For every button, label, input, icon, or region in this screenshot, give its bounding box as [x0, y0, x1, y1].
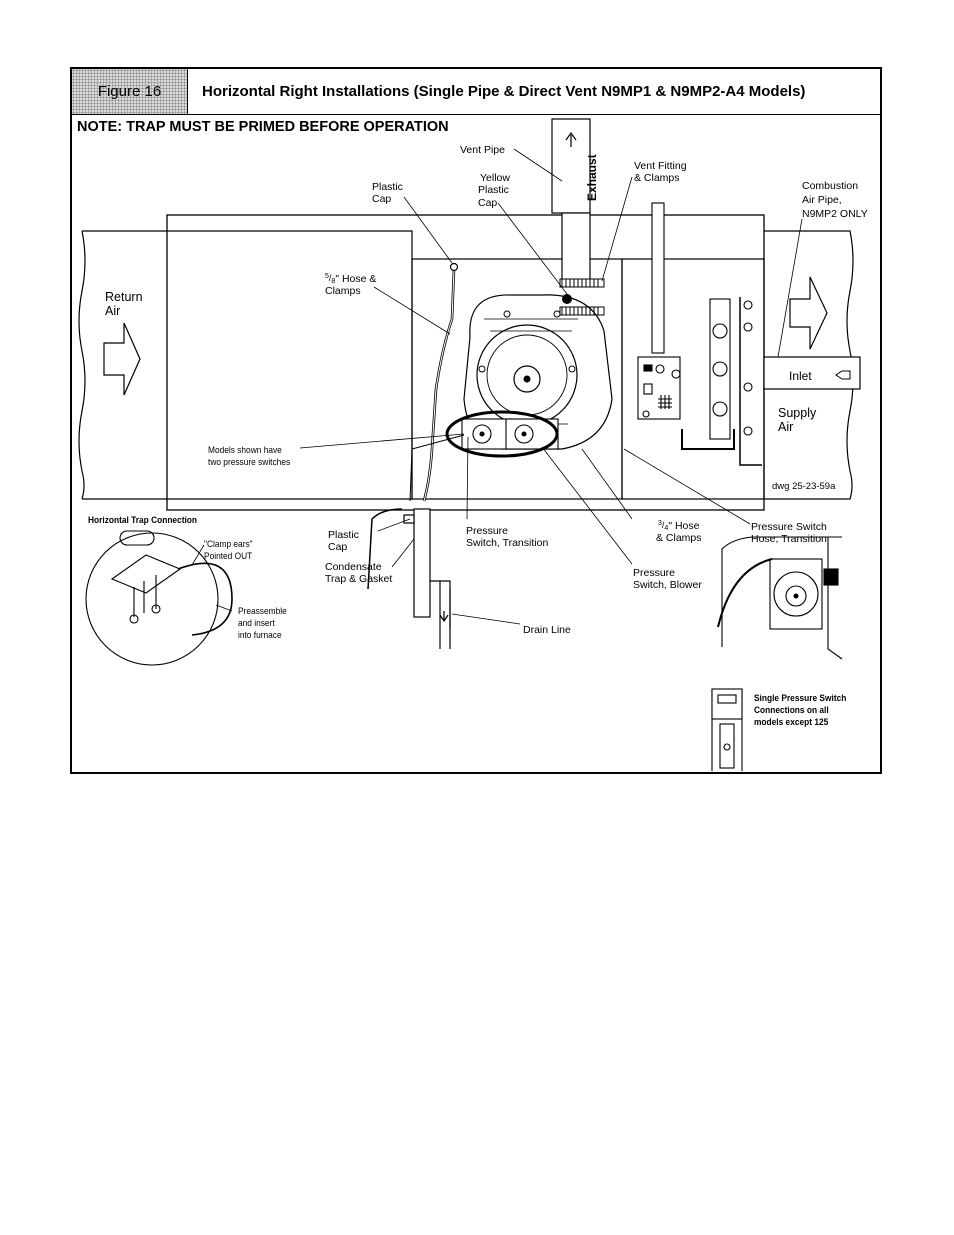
gas-manifold: [681, 297, 762, 466]
trap-detail: [85, 530, 233, 666]
clamp-ears-label-2: Pointed OUT: [204, 551, 253, 562]
single-switch-inset: [711, 536, 843, 771]
ps-hose-label-2: Hose, Transition: [751, 533, 827, 545]
hose-3-4-label-1: 3/4" Hose: [658, 520, 700, 532]
return-air-label-2: Air: [105, 304, 120, 318]
models-shown-label-2: two pressure switches: [208, 457, 291, 468]
supply-air-label-1: Supply: [778, 406, 817, 420]
inlet-pipe: Inlet: [763, 356, 861, 390]
figure-frame: Figure 16 Horizontal Right Installations…: [70, 67, 882, 774]
leader-lines: [191, 148, 803, 625]
yellow-cap-label-2: Plastic: [478, 184, 509, 196]
plastic-cap-bottom-label-1: Plastic: [328, 529, 359, 541]
hose-3-4-fraction-num: 3: [658, 520, 662, 527]
installation-diagram: Exhaust: [78, 118, 868, 771]
condensate-trap-label-1: Condensate: [325, 561, 382, 573]
clamp-ears-label-1: "Clamp ears": [204, 539, 253, 550]
hose-5-8-label-1: 5/8" Hose &: [325, 273, 376, 285]
preassemble-label-1: Preassemble: [238, 606, 287, 617]
hose-3-4-fraction-den: 4: [664, 525, 668, 532]
models-shown-label-1: Models shown have: [208, 445, 282, 456]
yellow-plastic-cap: [562, 294, 572, 304]
plastic-cap-top-label-2: Cap: [372, 193, 391, 205]
hose-5-8-text: " Hose &: [335, 273, 376, 285]
return-air-label-1: Return: [105, 290, 143, 304]
pressure-switch-highlight: [445, 410, 559, 458]
combustion-air-pipe: [651, 202, 665, 354]
pressure-switches: [461, 418, 559, 450]
vent-fitting-clamps: [559, 278, 605, 316]
ps-transition-label-1: Pressure: [466, 525, 508, 537]
combustion-air-label-2: Air Pipe,: [802, 194, 842, 206]
vent-fitting-label-1: Vent Fitting: [634, 160, 687, 172]
hose-5-8-label-2: Clamps: [325, 285, 361, 297]
ps-blower-label-2: Switch, Blower: [633, 579, 702, 591]
supply-air-label-2: Air: [778, 420, 793, 434]
single-ps-label-2: Connections on all: [754, 705, 829, 716]
hose-3-4-label-2: & Clamps: [656, 532, 702, 544]
ps-transition-label-2: Switch, Transition: [466, 537, 548, 549]
supply-air-arrow: [789, 276, 828, 350]
trap-assembly: [367, 434, 465, 649]
return-air-arrow: [103, 322, 141, 396]
plastic-cap-top: [449, 262, 459, 272]
single-ps-label-1: Single Pressure Switch: [754, 693, 846, 704]
figure-title: Horizontal Right Installations (Single P…: [202, 83, 806, 100]
preassemble-label-2: and insert: [238, 618, 275, 629]
exhaust-pipe: Exhaust: [551, 118, 599, 282]
combustion-air-label-3: N9MP2 ONLY: [802, 208, 868, 220]
hose-5-8: [422, 268, 456, 502]
inlet-label: Inlet: [789, 369, 812, 383]
figure-number: Figure 16: [97, 83, 162, 100]
combustion-air-label-1: Combustion: [802, 180, 858, 192]
drain-line-label: Drain Line: [523, 624, 571, 636]
hose-5-8-fraction-num: 5: [325, 273, 329, 280]
vent-fitting-label-2: & Clamps: [634, 172, 680, 184]
preassemble-label-3: into furnace: [238, 630, 282, 641]
single-ps-label-3: models except 125: [754, 717, 828, 728]
condensate-trap-label-2: Trap & Gasket: [325, 573, 392, 585]
yellow-cap-label-1: Yellow: [480, 172, 510, 184]
figure-header: Figure 16 Horizontal Right Installations…: [72, 69, 880, 115]
hose-3-4-text: " Hose: [668, 520, 699, 532]
control-board: [637, 356, 681, 420]
plastic-cap-top-label-1: Plastic: [372, 181, 403, 193]
vent-pipe-label: Vent Pipe: [460, 144, 505, 156]
trap-connection-title: Horizontal Trap Connection: [88, 515, 197, 526]
plastic-cap-bottom-label-2: Cap: [328, 541, 347, 553]
figure-number-badge: Figure 16: [72, 69, 188, 114]
ps-hose-label-1: Pressure Switch: [751, 521, 827, 533]
trap-note: NOTE: TRAP MUST BE PRIMED BEFORE OPERATI…: [77, 119, 449, 135]
duct-outline: [78, 214, 854, 511]
yellow-cap-label-3: Cap: [478, 197, 497, 209]
hose-5-8-fraction-den: 8: [331, 278, 335, 285]
exhaust-label: Exhaust: [585, 154, 599, 201]
ps-blower-label-1: Pressure: [633, 567, 675, 579]
drawing-number: dwg 25-23-59a: [772, 481, 836, 492]
